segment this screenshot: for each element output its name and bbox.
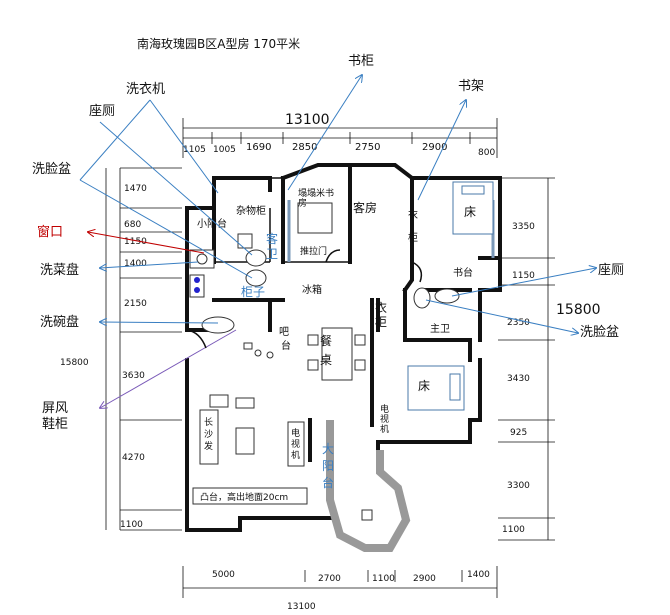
room-yigui-top-2: 柜 (408, 231, 418, 244)
room-chuang-master: 床 (418, 379, 430, 393)
top-dim-segment: 2900 (422, 142, 447, 153)
right-total-dim: 15800 (556, 302, 601, 318)
room-study-line1: 塌塌米书 (298, 187, 334, 199)
bottom-dimensions: 5000 2700 1100 2900 1400 13100 (182, 566, 498, 612)
left-dim-segment: 1470 (124, 184, 147, 194)
room-dayangtai-2: 阳 (322, 459, 334, 473)
bottom-total-dim: 13100 (287, 602, 316, 612)
room-tuilamen: 推拉门 (300, 245, 327, 257)
room-dianshiji-r-3: 机 (380, 423, 389, 435)
room-yigui-mid-2: 柜 (375, 315, 387, 329)
tutai-note: 凸台，高出地面20cm (200, 491, 288, 503)
big-balcony (326, 420, 411, 552)
door-arcs (186, 249, 423, 349)
room-yigui-mid-1: 衣 (375, 300, 387, 315)
top-dim-segment: 1105 (183, 145, 206, 155)
top-dimensions: 13100 1105 1005 1690 2850 2750 2900 800 (182, 112, 498, 158)
callout-xiegui: 鞋柜 (42, 416, 68, 432)
callout-xilianpen-right: 洗脸盆 (580, 325, 619, 340)
callout-arrows (79, 75, 596, 408)
plan-title: 南海玫瑰园B区A型房 170平米 (137, 36, 300, 51)
room-canzhuo-2: 桌 (320, 353, 332, 367)
left-dim-segment: 1100 (120, 520, 143, 530)
top-total-dim: 13100 (285, 112, 330, 128)
room-canzhuo-1: 餐 (320, 333, 332, 348)
bottom-dim-segment: 5000 (212, 570, 235, 580)
room-changshafa-3: 发 (204, 440, 213, 452)
room-study-line2: 房 (298, 197, 307, 209)
room-changshafa-1: 长 (204, 416, 213, 428)
room-guizi: 柜子 (241, 285, 265, 299)
room-keting: 客房 (353, 200, 377, 215)
room-zawugui: 杂物柜 (236, 204, 266, 217)
top-dim-segment: 1690 (246, 142, 271, 153)
right-dim-segment: 1100 (502, 525, 525, 535)
room-chuang-top: 床 (464, 205, 476, 219)
left-dim-segment: 4270 (122, 453, 145, 463)
top-dim-segment: 800 (478, 148, 495, 158)
room-dianshiji-l-1: 电 (291, 427, 300, 439)
top-dim-segment: 1005 (213, 145, 236, 155)
room-yigui-top-1: 衣 (408, 208, 418, 221)
room-zhuwei: 主卫 (430, 323, 450, 335)
callout-chuangkou: 窗口 (37, 224, 63, 240)
right-dim-segment: 2350 (507, 318, 530, 328)
right-dim-segment: 3300 (507, 481, 530, 491)
left-dim-segment: 3630 (122, 371, 145, 381)
callout-shuguan: 书柜 (348, 54, 374, 69)
callout-xiwanpan: 洗碗盘 (40, 314, 79, 330)
room-bingxiang: 冰箱 (302, 283, 322, 296)
room-xiaoyangtai: 小阳台 (197, 217, 227, 230)
left-dim-segment: 2150 (124, 299, 147, 309)
callout-xicaipan: 洗菜盘 (40, 262, 79, 278)
left-dim-segment: 680 (124, 220, 141, 230)
room-dianshiji-l-2: 视 (291, 438, 300, 450)
callout-zuoce-right: 座厕 (598, 263, 624, 278)
room-dianshiji-r-1: 电 (380, 403, 389, 415)
right-dimensions: 3350 1150 2350 3430 925 3300 1100 15800 (498, 177, 601, 541)
right-dim-segment: 1150 (512, 271, 535, 281)
bottom-dim-segment: 2900 (413, 574, 436, 584)
room-dianshiji-r-2: 视 (380, 413, 389, 425)
room-changshafa-2: 沙 (204, 429, 213, 440)
callout-xilianpen-left: 洗脸盆 (32, 162, 71, 177)
right-dim-segment: 925 (510, 428, 527, 438)
bottom-dim-segment: 1400 (467, 570, 490, 580)
callout-pingfeng: 屏风 (42, 401, 68, 416)
room-bataizi-2: 台 (281, 339, 291, 352)
room-shutai: 书台 (453, 266, 473, 279)
left-dimensions: 1470 680 1150 1400 2150 3630 4270 1100 1… (60, 167, 182, 531)
room-bataizi-1: 吧 (279, 327, 289, 338)
callout-zuoce-left: 座厕 (89, 104, 115, 119)
top-dim-segment: 2750 (355, 142, 380, 153)
room-ke: 客 (266, 231, 278, 246)
room-dianshiji-l-3: 机 (291, 449, 300, 461)
furniture (189, 181, 494, 467)
bottom-dim-segment: 2700 (318, 574, 341, 584)
room-dayangtai-1: 大 (322, 442, 334, 456)
room-dayangtai-3: 台 (322, 475, 334, 490)
room-wei: 卫 (266, 247, 278, 261)
callout-labels: 书柜 书架 洗衣机 座厕 洗脸盆 窗口 洗菜盘 洗碗盘 屏风 鞋柜 座厕 洗脸盆 (32, 54, 624, 432)
room-labels: 杂物柜 小阳台 客 卫 柜子 冰箱 塌塌米书 房 推拉门 客房 衣 柜 床 书台… (197, 187, 476, 490)
right-dim-segment: 3430 (507, 374, 530, 384)
callout-shujia: 书架 (458, 79, 484, 94)
bottom-dim-segment: 1100 (372, 574, 395, 584)
left-dim-segment: 1150 (124, 237, 147, 247)
top-dim-segment: 2850 (292, 142, 317, 153)
left-dim-segment: 1400 (124, 259, 147, 269)
right-dim-segment: 3350 (512, 222, 535, 232)
callout-xiyiji: 洗衣机 (126, 81, 165, 97)
left-total-dim: 15800 (60, 358, 89, 368)
